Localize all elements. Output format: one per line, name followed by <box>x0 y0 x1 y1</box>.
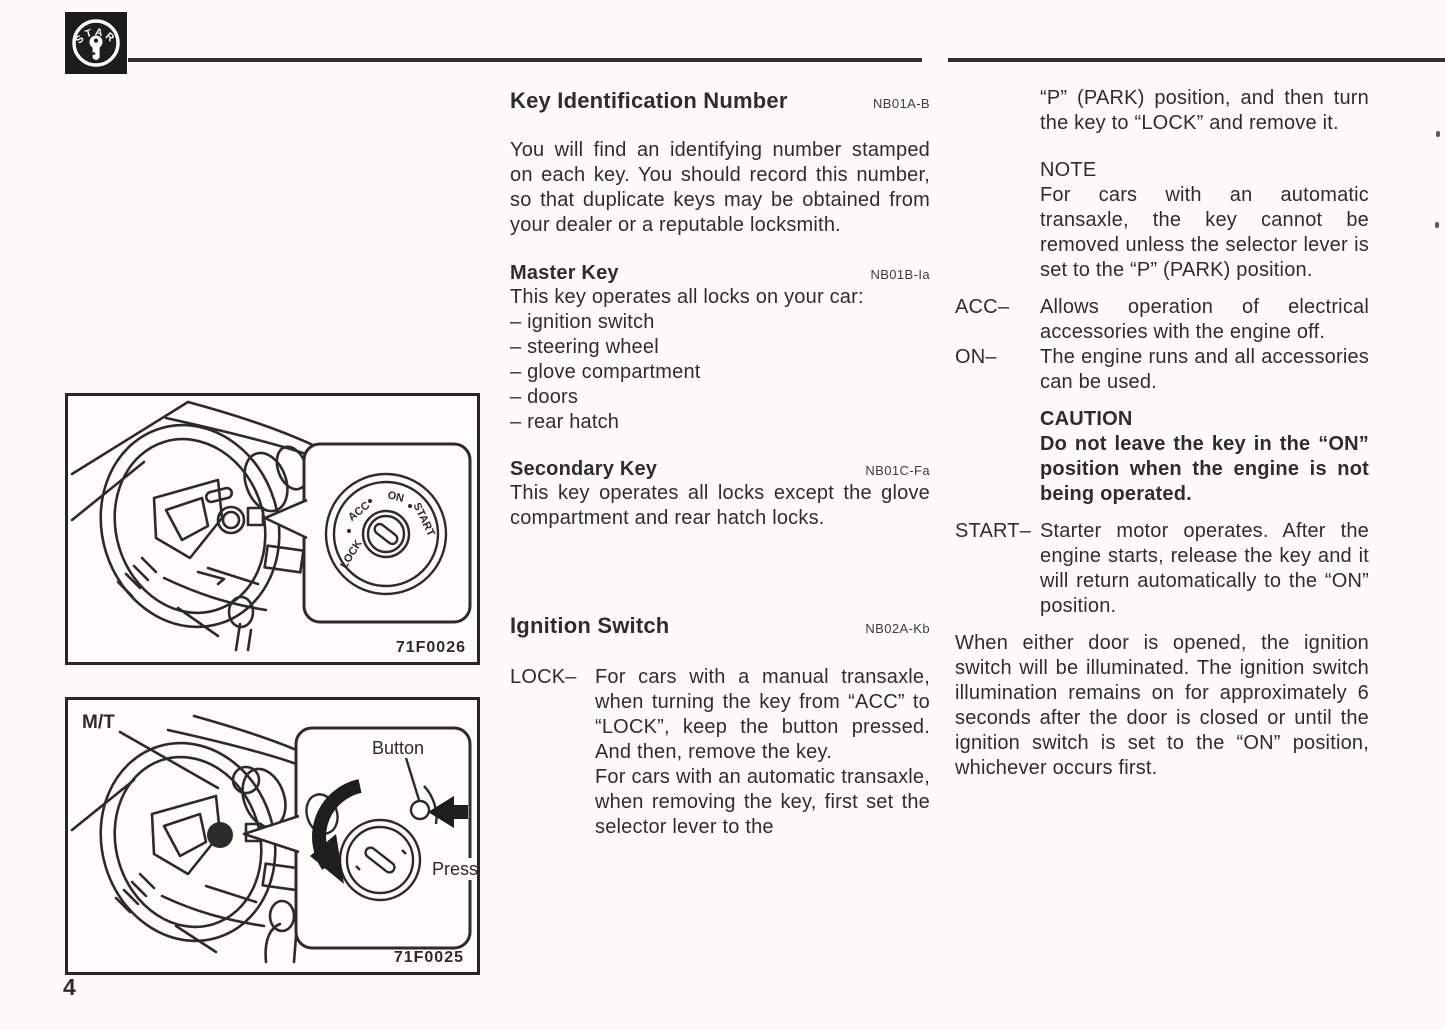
section-title: Master Key <box>510 262 619 284</box>
acc-text: Allows operation of electrical accessori… <box>1040 296 1369 343</box>
top-rule-left <box>128 58 922 62</box>
key-id-body: You will find an identifying number stam… <box>510 139 930 236</box>
page-number: 4 <box>63 974 76 1000</box>
on-definition: ON– The engine runs and all accessories … <box>955 345 1369 395</box>
figure-ignition-button-mt: M/T Button Press 71F0025 <box>65 697 480 975</box>
lock-paragraph-2: For cars with an automatic transaxle, wh… <box>595 766 930 838</box>
transmission-label: M/T <box>82 712 115 733</box>
section-title: Ignition Switch <box>510 613 670 638</box>
definition-label: START– <box>955 520 1032 542</box>
on-text: The engine runs and all accessories can … <box>1040 346 1369 393</box>
caution-title: CAUTION <box>1040 408 1133 430</box>
figure-code: 71F0025 <box>394 949 464 966</box>
lock-definition: LOCK– For cars with a manual transaxle, … <box>510 665 930 840</box>
figure2-line-art: M/T Button Press 71F0025 <box>70 712 478 966</box>
right-column: “P” (PARK) position, and then turn the k… <box>955 86 1369 781</box>
section-code: NB01B-Ia <box>870 267 930 282</box>
definition-label: LOCK– <box>510 666 577 688</box>
definition-label: ACC– <box>955 296 1010 318</box>
caution-body: Do not leave the key in the “ON” positio… <box>1040 433 1369 505</box>
top-rule-right <box>948 58 1445 62</box>
lock-continuation: “P” (PARK) position, and then turn the k… <box>1040 87 1369 134</box>
master-key-intro: This key operates all locks on your car: <box>510 286 864 308</box>
scan-speck <box>1436 131 1440 137</box>
scan-speck <box>1435 222 1439 228</box>
section-title: Key Identification Number <box>510 88 788 113</box>
figure1-line-art: LOCK ACC ON START 71F0026 <box>70 400 472 656</box>
section-code: NB01C-Fa <box>865 463 930 478</box>
acc-definition: ACC– Allows operation of electrical acce… <box>955 295 1369 345</box>
start-definition: START– Starter motor operates. After the… <box>955 519 1369 619</box>
key-list-item: – steering wheel <box>510 336 659 358</box>
definition-label: ON– <box>955 346 997 368</box>
middle-column: Key Identification Number NB01A-B You wi… <box>510 88 930 840</box>
section-secondary-key-heading: Secondary Key NB01C-Fa <box>510 458 930 481</box>
start-key-icon-svg: START <box>61 3 127 74</box>
figure-ignition-switch-location: LOCK ACC ON START 71F0026 <box>65 393 480 665</box>
section-code: NB02A-Kb <box>865 621 930 636</box>
closing-paragraph: When either door is opened, the ignition… <box>955 632 1369 779</box>
section-code: NB01A-B <box>873 96 930 111</box>
key-list-item: – doors <box>510 386 579 408</box>
lock-paragraph-1: For cars with a manual transaxle, when t… <box>595 666 930 763</box>
key-list-item: – glove compartment <box>510 361 701 383</box>
note-title: NOTE <box>1040 159 1097 181</box>
secondary-key-body: This key operates all locks except the g… <box>510 482 930 529</box>
section-key-id-heading: Key Identification Number NB01A-B <box>510 88 930 114</box>
figure-code: 71F0026 <box>396 639 466 656</box>
start-key-icon: START <box>61 3 127 74</box>
note-body: For cars with an automatic transaxle, th… <box>1040 184 1369 281</box>
key-list-item: – ignition switch <box>510 311 655 333</box>
section-master-key-heading: Master Key NB01B-Ia <box>510 262 930 285</box>
key-list-item: – rear hatch <box>510 411 620 433</box>
section-title: Secondary Key <box>510 458 658 480</box>
button-label: Button <box>372 738 424 758</box>
start-text: Starter motor operates. After the engine… <box>1040 520 1369 617</box>
section-ignition-switch-heading: Ignition Switch NB02A-Kb <box>510 613 930 639</box>
dial-label-on: ON <box>386 489 405 505</box>
press-label: Press <box>432 859 477 879</box>
